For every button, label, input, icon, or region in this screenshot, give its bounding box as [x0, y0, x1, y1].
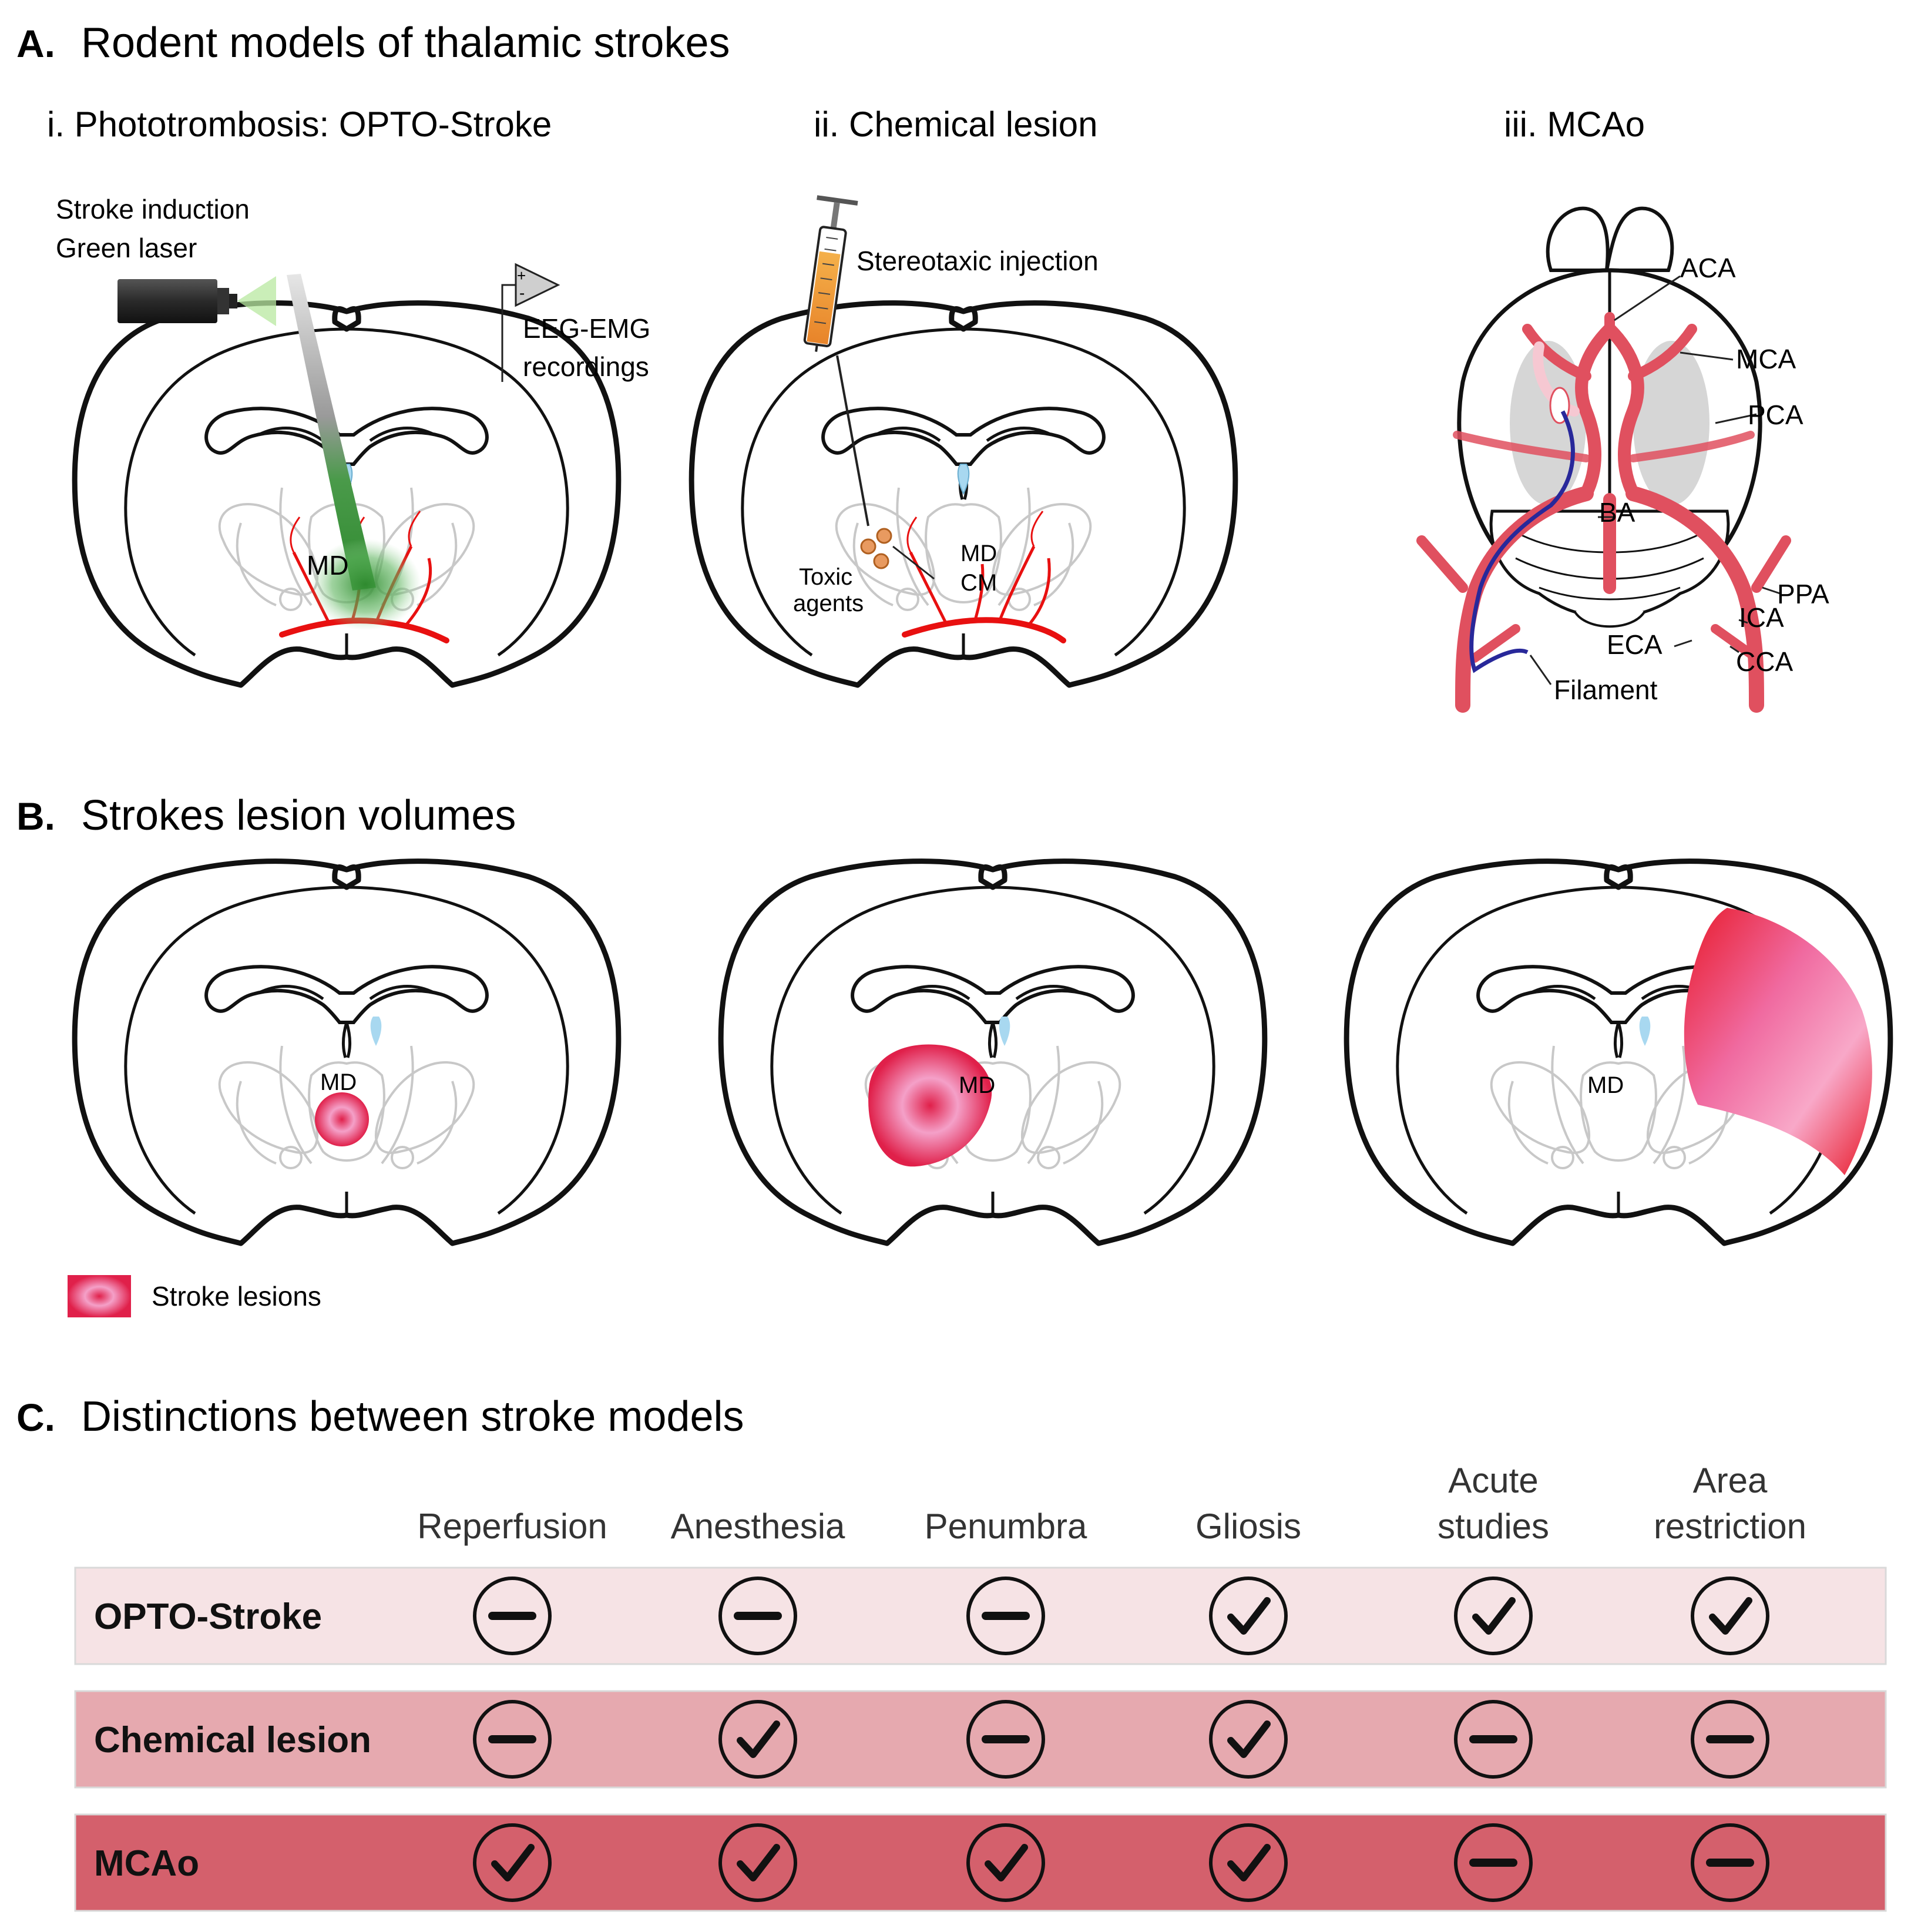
- check-icon: [1454, 1577, 1533, 1655]
- check-icon: [1209, 1823, 1288, 1902]
- section-a-letter: A.: [16, 22, 55, 65]
- green-laser-icon: [117, 276, 276, 326]
- lesion-large: [1684, 908, 1872, 1175]
- column-header: restriction: [1654, 1507, 1806, 1546]
- recording-label-line2: recordings: [523, 351, 649, 382]
- svg-text:+: +: [517, 267, 526, 284]
- md-label-b3: MD: [1587, 1072, 1624, 1098]
- toxic-label-line2: agents: [793, 591, 864, 616]
- mcao-diagram: ACA MCA PCA BA PPA ICA ECA CCA Filament: [1416, 206, 1829, 713]
- amplifier-icon: + -: [501, 263, 560, 382]
- aca-label: ACA: [1680, 253, 1736, 283]
- dash-icon: [1691, 1700, 1769, 1779]
- opto-stroke-diagram: MD Stroke induction Green laser + - EEG-…: [56, 194, 650, 685]
- legend-label: Stroke lesions: [152, 1281, 321, 1312]
- section-c-title: Distinctions between stroke models: [81, 1393, 744, 1440]
- thalamic-vessels-chem: [902, 511, 1066, 643]
- check-icon: [718, 1823, 797, 1902]
- ba-label: BA: [1599, 497, 1635, 528]
- laser-label-line1: Stroke induction: [56, 194, 250, 224]
- row-label: Chemical lesion: [94, 1720, 371, 1760]
- lesion-opto: MD: [75, 861, 619, 1243]
- ventricle: [957, 464, 970, 495]
- chemical-lesion-diagram: Stereotaxic injection Toxic agents MD CM: [691, 195, 1235, 685]
- panel-i-title: i. Phototrombosis: OPTO-Stroke: [47, 105, 552, 144]
- section-b-title: Strokes lesion volumes: [81, 792, 516, 839]
- cca-label: CCA: [1736, 646, 1793, 677]
- dash-icon: [473, 1577, 552, 1655]
- toxic-agent-droplets: [860, 528, 892, 569]
- toxic-label-line1: Toxic: [799, 564, 852, 590]
- check-icon: [1691, 1577, 1769, 1655]
- legend-swatch: [68, 1275, 131, 1317]
- panel-ii-title: ii. Chemical lesion: [814, 105, 1098, 144]
- syringe-icon: [803, 195, 858, 352]
- laser-beam: [287, 274, 376, 591]
- injection-label: Stereotaxic injection: [857, 246, 1099, 276]
- table-row: [74, 1813, 1887, 1912]
- table-row: [74, 1690, 1887, 1789]
- filament-line: [1469, 410, 1575, 673]
- filament-label: Filament: [1554, 675, 1658, 705]
- check-icon: [1209, 1700, 1288, 1779]
- table-row: [74, 1567, 1887, 1665]
- recording-label-line1: EEG-EMG: [523, 313, 650, 344]
- md-label-opto: MD: [307, 550, 349, 581]
- md-label-b2: MD: [959, 1072, 995, 1098]
- dash-icon: [1454, 1700, 1533, 1779]
- dash-icon: [966, 1700, 1045, 1779]
- pca-label: PCA: [1748, 400, 1803, 430]
- lesion-mcao: MD: [1346, 861, 1890, 1243]
- column-header-line1: Area: [1693, 1461, 1768, 1500]
- ica-label: ICA: [1739, 602, 1784, 633]
- mca-label: MCA: [1736, 344, 1796, 374]
- section-c-letter: C.: [16, 1396, 55, 1439]
- eca-label: ECA: [1607, 629, 1663, 660]
- brain-section-b2: [721, 861, 1265, 1243]
- check-icon: [718, 1700, 797, 1779]
- lesion-medium: [868, 1044, 992, 1167]
- mcao-leader-lines: [1529, 275, 1781, 685]
- lesion-chemical: MD: [721, 861, 1265, 1243]
- cm-label-chem: CM: [960, 570, 997, 596]
- md-leader: [892, 545, 935, 580]
- column-header: Gliosis: [1195, 1507, 1301, 1546]
- row-label: OPTO-Stroke: [94, 1596, 322, 1637]
- section-b-letter: B.: [16, 794, 55, 838]
- column-header: studies: [1438, 1507, 1549, 1546]
- md-label-b1: MD: [320, 1069, 357, 1095]
- check-icon: [966, 1823, 1045, 1902]
- svg-text:-: -: [519, 284, 525, 302]
- lesion-small: [315, 1092, 369, 1146]
- dash-icon: [718, 1577, 797, 1655]
- dash-icon: [1454, 1823, 1533, 1902]
- column-header: Reperfusion: [417, 1507, 607, 1546]
- laser-label-line2: Green laser: [56, 233, 197, 263]
- row-label: MCAo: [94, 1843, 199, 1884]
- check-icon: [473, 1823, 552, 1902]
- dash-icon: [966, 1577, 1045, 1655]
- ppa-label: PPA: [1777, 579, 1829, 609]
- injection-needle: [836, 355, 869, 526]
- panel-iii-title: iii. MCAo: [1504, 105, 1645, 144]
- column-header: Penumbra: [925, 1507, 1087, 1546]
- dash-icon: [473, 1700, 552, 1779]
- column-header-line1: Acute: [1448, 1461, 1538, 1500]
- stroke-spot: [310, 539, 421, 630]
- check-icon: [1209, 1577, 1288, 1655]
- md-label-chem: MD: [960, 541, 997, 566]
- column-header: Anesthesia: [671, 1507, 845, 1546]
- section-a-title: Rodent models of thalamic strokes: [81, 19, 730, 66]
- dash-icon: [1691, 1823, 1769, 1902]
- comparison-table: Reperfusion Anesthesia Penumbra Gliosis Acut…: [74, 1461, 1887, 1912]
- brain-section-b1: [75, 861, 619, 1243]
